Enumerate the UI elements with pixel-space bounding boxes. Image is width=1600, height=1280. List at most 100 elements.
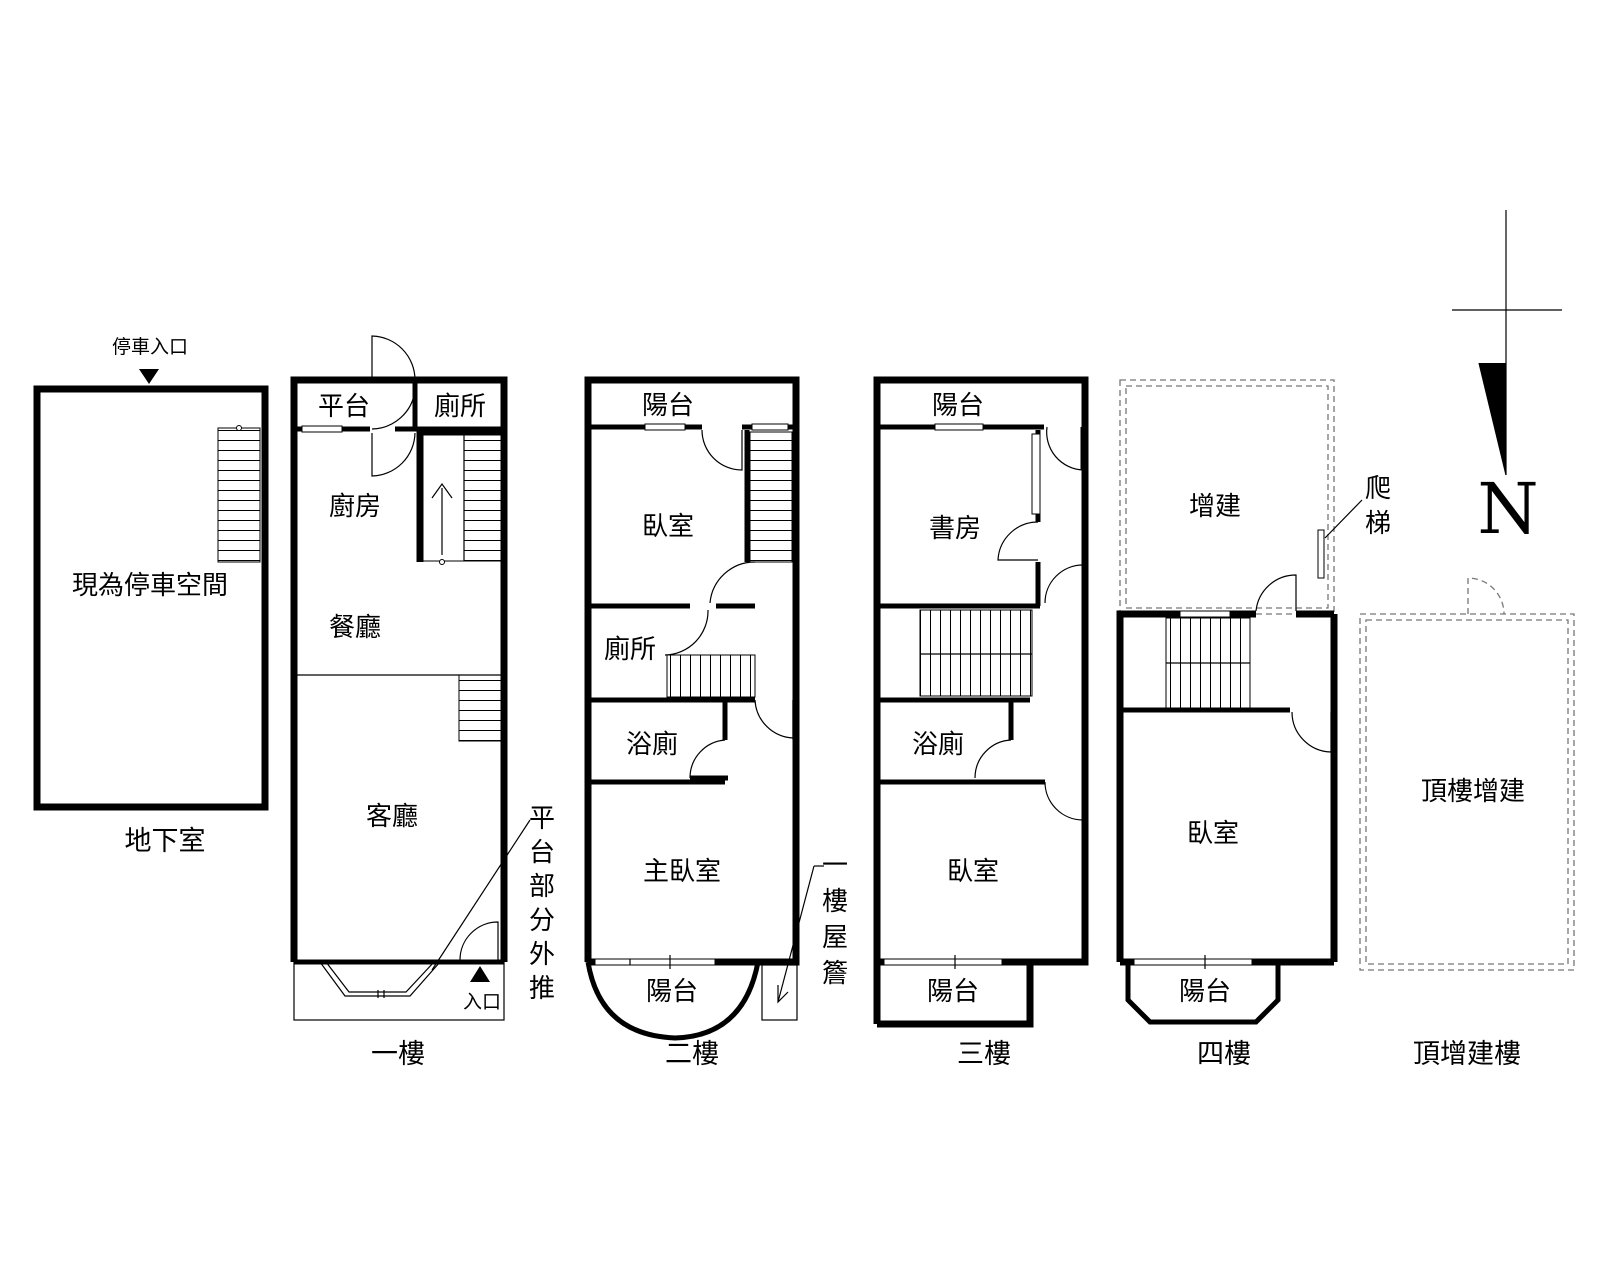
roof-caption: 頂增建樓 bbox=[1413, 1039, 1521, 1070]
floor4-ladder-char: 梯 bbox=[1365, 509, 1391, 539]
floor4-balcony-label: 陽台 bbox=[1179, 977, 1231, 1007]
floor2-annotation-char: 一 bbox=[822, 851, 848, 881]
floor1-stair-mark bbox=[439, 559, 445, 565]
floor2-stair-lower bbox=[666, 654, 756, 698]
floor3-balcony-bottom-label: 陽台 bbox=[927, 977, 979, 1007]
floor1-toilet-label: 廁所 bbox=[434, 392, 486, 422]
floor2-window bbox=[594, 958, 716, 966]
roof-extension-outline bbox=[1359, 613, 1575, 971]
floor3-study-window bbox=[1031, 433, 1041, 515]
floor3-plan: 陽台 書房 浴廁 臥室 陽台 三樓 bbox=[873, 376, 1089, 1070]
floor2-caption: 二樓 bbox=[665, 1039, 719, 1070]
floor2-annotation-char: 樓 bbox=[822, 887, 848, 917]
floor1-stair-arrow bbox=[431, 482, 453, 499]
floor4-plan: 增建 臥室 陽台 爬 梯 四樓 bbox=[1116, 379, 1391, 1070]
floor2-annotation-char: 簷 bbox=[822, 959, 848, 989]
floor2-door bbox=[664, 609, 709, 656]
floor4-caption: 四樓 bbox=[1197, 1039, 1251, 1070]
floor1-entrance-label: 入口 bbox=[463, 991, 501, 1013]
floor2-eave bbox=[761, 964, 798, 1021]
floor1-kitchen-label: 廚房 bbox=[329, 492, 381, 522]
basement-entrance-label: 停車入口 bbox=[112, 336, 188, 358]
floor1-annotation: 平 台 部 分 外 推 bbox=[529, 804, 555, 1004]
floor4-bedroom-label: 臥室 bbox=[1187, 819, 1239, 849]
floor2-door bbox=[754, 699, 794, 739]
floor2-stair bbox=[749, 431, 793, 563]
floor3-stair-steps bbox=[920, 654, 1032, 696]
floor3-wall bbox=[873, 376, 1089, 1024]
floor1-stair-lower bbox=[458, 674, 502, 742]
floor1-stairwell-wall bbox=[416, 428, 504, 562]
floor2-balcony-top-label: 陽台 bbox=[642, 391, 694, 421]
floor4-door bbox=[1255, 574, 1297, 612]
floor3-window bbox=[934, 423, 984, 431]
basement-room-label: 現為停車空間 bbox=[72, 571, 228, 601]
floor4-extension-label: 增建 bbox=[1189, 492, 1241, 522]
floor4-bay-balcony bbox=[1125, 962, 1281, 1025]
compass-north-label: N bbox=[1477, 468, 1538, 550]
floor4-ladder-leader bbox=[1324, 499, 1363, 539]
floor1-plan: 入口 平台 廁所 廚房 餐廳 客廳 平 台 部 分 外 推 一樓 bbox=[290, 335, 555, 1070]
floor4-window bbox=[1179, 610, 1231, 618]
floor1-dining-label: 餐廳 bbox=[329, 613, 381, 643]
floor2-curved-balcony bbox=[585, 961, 761, 1041]
floor1-entrance-door bbox=[459, 921, 499, 961]
floor1-platform-label: 平台 bbox=[318, 392, 370, 422]
floor3-door bbox=[1044, 564, 1084, 604]
floor1-annotation-char: 部 bbox=[529, 872, 555, 902]
floor1-platform-extension bbox=[293, 961, 505, 1021]
floor2-door bbox=[701, 429, 743, 471]
floor1-bay-window bbox=[319, 961, 441, 997]
roof-plan: 頂樓增建 頂增建樓 bbox=[1359, 577, 1575, 1070]
floor1-stair-steps bbox=[464, 435, 501, 561]
floor2-eave-leader bbox=[777, 865, 815, 1003]
roof-extension-outline bbox=[1365, 619, 1569, 965]
floor1-annotation-char: 外 bbox=[529, 940, 555, 970]
floor3-balcony-top-label: 陽台 bbox=[932, 391, 984, 421]
floor3-window bbox=[883, 958, 1003, 966]
floor2-plan: 陽台 臥室 廁所 浴廁 主臥室 陽台 一 樓 屋 簷 二樓 bbox=[584, 376, 848, 1070]
floor3-bedroom-label: 臥室 bbox=[947, 857, 999, 887]
floor1-door bbox=[371, 380, 416, 430]
basement-stair bbox=[217, 425, 261, 563]
floor1-door bbox=[371, 335, 416, 381]
floor1-caption: 一樓 bbox=[371, 1039, 425, 1070]
compass: N bbox=[1452, 210, 1562, 550]
floor3-door bbox=[1046, 426, 1084, 471]
floor1-annotation-char: 平 bbox=[529, 804, 555, 834]
basement-caption: 地下室 bbox=[125, 826, 206, 857]
entrance-arrow-icon bbox=[470, 966, 490, 982]
floor1-wall bbox=[290, 376, 508, 962]
floor4-ladder-annotation: 爬 梯 bbox=[1365, 474, 1391, 539]
floor1-window bbox=[301, 425, 343, 433]
floor4-window bbox=[1133, 958, 1253, 966]
floor1-annotation-leader bbox=[431, 819, 531, 971]
north-arrow-icon bbox=[1478, 362, 1507, 476]
floor2-master-bedroom-label: 主臥室 bbox=[643, 857, 721, 887]
basement-plan: 停車入口 現為停車空間 地下室 bbox=[33, 336, 269, 857]
floor2-bathroom-label: 浴廁 bbox=[626, 730, 678, 760]
floor1-annotation-char: 分 bbox=[529, 906, 555, 936]
roof-door bbox=[1467, 577, 1505, 615]
floor2-window bbox=[644, 423, 686, 431]
floor3-study-label: 書房 bbox=[929, 514, 981, 544]
floor3-caption: 三樓 bbox=[957, 1039, 1011, 1070]
floor1-door bbox=[371, 432, 416, 477]
floor1-living-label: 客廳 bbox=[366, 802, 418, 832]
entrance-arrow-icon bbox=[139, 369, 159, 384]
floor2-toilet-label: 廁所 bbox=[604, 635, 656, 665]
floor2-bedroom-label: 臥室 bbox=[642, 512, 694, 542]
floor2-eave-arrow bbox=[777, 985, 789, 1004]
floor4-extension-outline bbox=[1125, 385, 1329, 609]
floor2-annotation: 一 樓 屋 簷 bbox=[822, 851, 848, 989]
basement-wall bbox=[33, 385, 269, 811]
floor1-annotation-char: 台 bbox=[529, 838, 555, 868]
floor3-balcony-wall bbox=[877, 962, 1034, 1028]
floor2-annotation-char: 屋 bbox=[822, 923, 848, 953]
floor4-door bbox=[1291, 711, 1332, 753]
floor4-ladder-char: 爬 bbox=[1365, 474, 1391, 504]
floor4-ladder-icon bbox=[1317, 529, 1325, 579]
floor3-door bbox=[997, 521, 1039, 561]
floor2-door bbox=[689, 739, 726, 779]
